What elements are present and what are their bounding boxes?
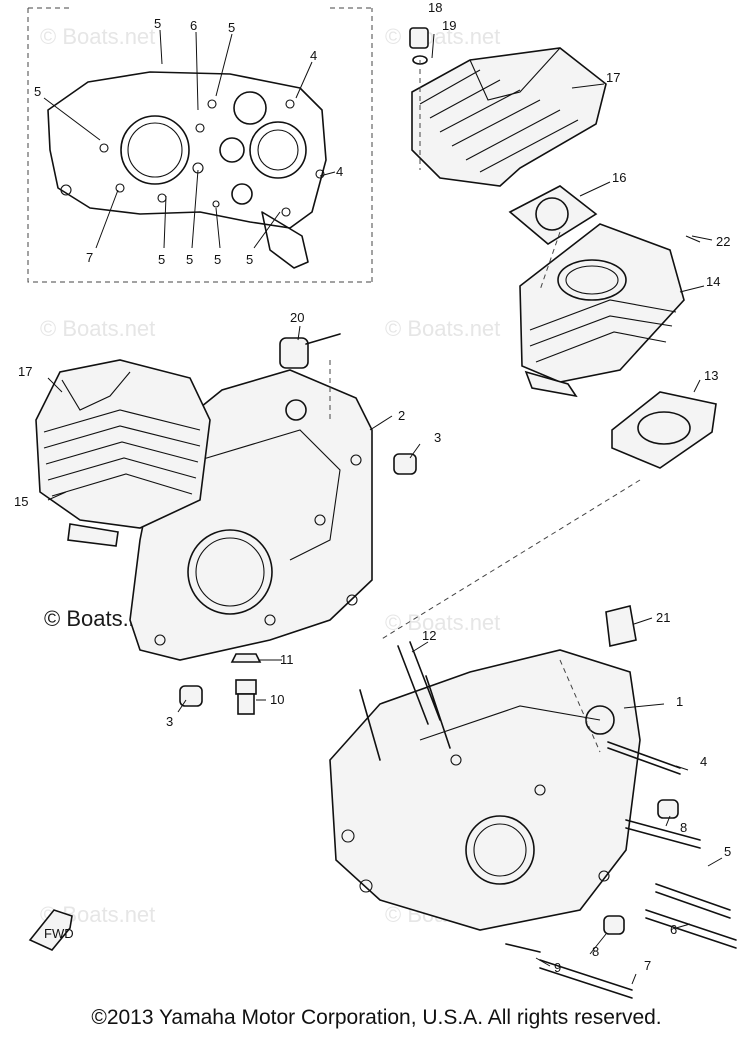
alignment-lines [329,60,641,753]
watermark-group: © Boats.net © Boats.net © Boats.net © Bo… [40,24,500,927]
callout-17: 17 [18,364,32,379]
callout-5: 5 [154,16,161,31]
callout-8: 8 [592,944,599,959]
callout-21: 21 [656,610,670,625]
callout-8: 8 [680,820,687,835]
callout-5: 5 [214,252,221,267]
callout-13: 13 [704,368,718,383]
exploded-parts-diagram: © Boats.net © Boats.net © Boats.net © Bo… [14,0,737,999]
callout-4: 4 [336,164,343,179]
callout-4: 4 [700,754,707,769]
fwd-label: FWD [44,926,74,941]
callout-3: 3 [166,714,173,729]
callout-2: 2 [398,408,405,423]
watermark: © Boats.net [385,316,500,341]
cylinder-head-upper [409,27,607,187]
callout-6: 6 [670,922,677,937]
callout-19: 19 [442,18,456,33]
callout-6: 6 [190,18,197,33]
callout-12: 12 [422,628,436,643]
callout-18: 18 [428,0,442,15]
base-gasket [611,391,717,469]
callout-15: 15 [14,494,28,509]
fwd-arrow-icon: FWD [28,909,74,951]
callout-5: 5 [246,252,253,267]
callout-7: 7 [644,958,651,973]
cylinder-upper [519,223,701,398]
callout-5: 5 [34,84,41,99]
crankcase-right [329,605,641,931]
watermark: © Boats.net [385,610,500,635]
callout-22: 22 [716,234,730,249]
callout-17: 17 [606,70,620,85]
crankcase-left-assembly [35,333,417,715]
callout-5: 5 [158,252,165,267]
callout-14: 14 [706,274,720,289]
callout-7: 7 [86,250,93,265]
copyright-notice: ©2013 Yamaha Motor Corporation, U.S.A. A… [91,1006,662,1029]
leader-lines [43,29,723,985]
inset-crankcase-view [27,7,373,283]
watermark: © Boats.net [40,24,155,49]
callout-11: 11 [280,652,294,667]
bolt-set [505,741,737,999]
callout-20: 20 [290,310,304,325]
callout-5: 5 [186,252,193,267]
watermark: © Boats.net [385,24,500,49]
callout-1: 1 [676,694,683,709]
callout-9: 9 [554,960,561,975]
callout-10: 10 [270,692,284,707]
callout-5: 5 [228,20,235,35]
callout-3: 3 [434,430,441,445]
head-gasket [508,185,598,245]
callout-5: 5 [724,844,731,859]
watermark: © Boats.net [40,316,155,341]
callout-16: 16 [612,170,626,185]
callout-labels: 5 6 5 4 5 4 7 5 5 5 5 18 19 17 16 22 14 … [14,0,731,975]
callout-4: 4 [310,48,317,63]
